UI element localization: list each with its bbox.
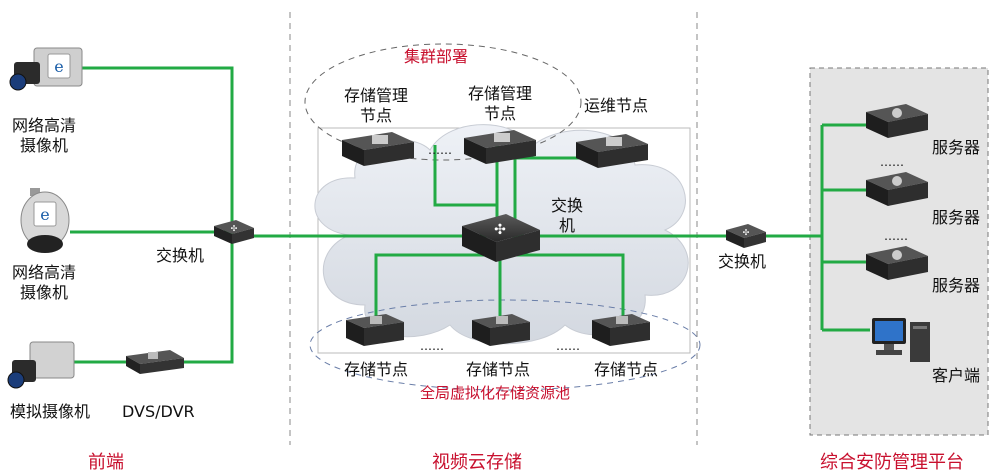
client-pc-icon bbox=[872, 318, 930, 362]
platform-switch-label: 交换机 bbox=[718, 252, 767, 271]
storage-node-2-label: 存储节点 bbox=[466, 360, 531, 379]
server-1-label: 服务器 bbox=[932, 138, 981, 157]
svg-text:✣: ✣ bbox=[494, 222, 506, 238]
front-switch-icon: ✣ bbox=[214, 220, 254, 244]
camera-3-label: 模拟摄像机 bbox=[10, 402, 91, 421]
cluster-label: 集群部署 bbox=[404, 47, 469, 66]
storage-ellipsis-1: …… bbox=[420, 339, 444, 353]
cluster-ellipse bbox=[304, 43, 582, 161]
analog-camera-icon bbox=[7, 341, 75, 389]
storage-node-1-label: 存储节点 bbox=[344, 360, 409, 379]
ip-camera-2-icon: e bbox=[20, 188, 70, 253]
mgmt-node-1-label: 存储管理节点 bbox=[343, 86, 408, 125]
mgmt-ellipsis: …… bbox=[428, 143, 452, 157]
svg-text:e: e bbox=[54, 57, 63, 76]
section-cloud-title: 视频云存储 bbox=[432, 452, 522, 473]
camera-2-label: 网络高清摄像机 bbox=[11, 263, 76, 302]
storage-node-1-icon bbox=[346, 314, 404, 346]
section-front-title: 前端 bbox=[88, 452, 124, 473]
ops-node-icon bbox=[576, 134, 648, 168]
pool-ellipse bbox=[309, 299, 701, 391]
storage-node-2-icon bbox=[472, 314, 530, 346]
ip-camera-1-icon: e bbox=[9, 47, 83, 91]
server-ellipsis-2: …… bbox=[884, 229, 908, 243]
core-switch-label: 交换机 bbox=[550, 196, 583, 235]
storage-node-3-label: 存储节点 bbox=[594, 360, 659, 379]
client-label: 客户端 bbox=[932, 366, 981, 385]
mgmt-node-2-label: 存储管理节点 bbox=[467, 84, 532, 123]
server-2-icon bbox=[866, 172, 928, 206]
camera-1-label: 网络高清摄像机 bbox=[11, 116, 76, 155]
ops-node-label: 运维节点 bbox=[584, 96, 649, 115]
server-ellipsis-1: …… bbox=[880, 155, 904, 169]
svg-text:✣: ✣ bbox=[231, 224, 238, 233]
dvs-dvr-icon bbox=[126, 350, 184, 374]
svg-text:e: e bbox=[40, 205, 49, 224]
dvs-label: DVS/DVR bbox=[122, 402, 195, 421]
pool-label: 全局虚拟化存储资源池 bbox=[420, 384, 571, 402]
server-3-label: 服务器 bbox=[932, 276, 981, 295]
platform-switch-icon: ✣ bbox=[726, 224, 766, 248]
storage-ellipsis-2: …… bbox=[556, 339, 580, 353]
core-switch-icon: ✣ bbox=[462, 214, 540, 262]
server-1-icon bbox=[866, 104, 928, 138]
mgmt-node-1-icon bbox=[342, 132, 414, 166]
server-2-label: 服务器 bbox=[932, 208, 981, 227]
server-3-icon bbox=[866, 246, 928, 280]
front-switch-label: 交换机 bbox=[156, 246, 205, 265]
svg-text:✣: ✣ bbox=[743, 228, 750, 237]
storage-node-3-icon bbox=[592, 314, 650, 346]
section-platform-title: 综合安防管理平台 bbox=[820, 452, 964, 473]
mgmt-node-2-icon bbox=[464, 130, 536, 164]
